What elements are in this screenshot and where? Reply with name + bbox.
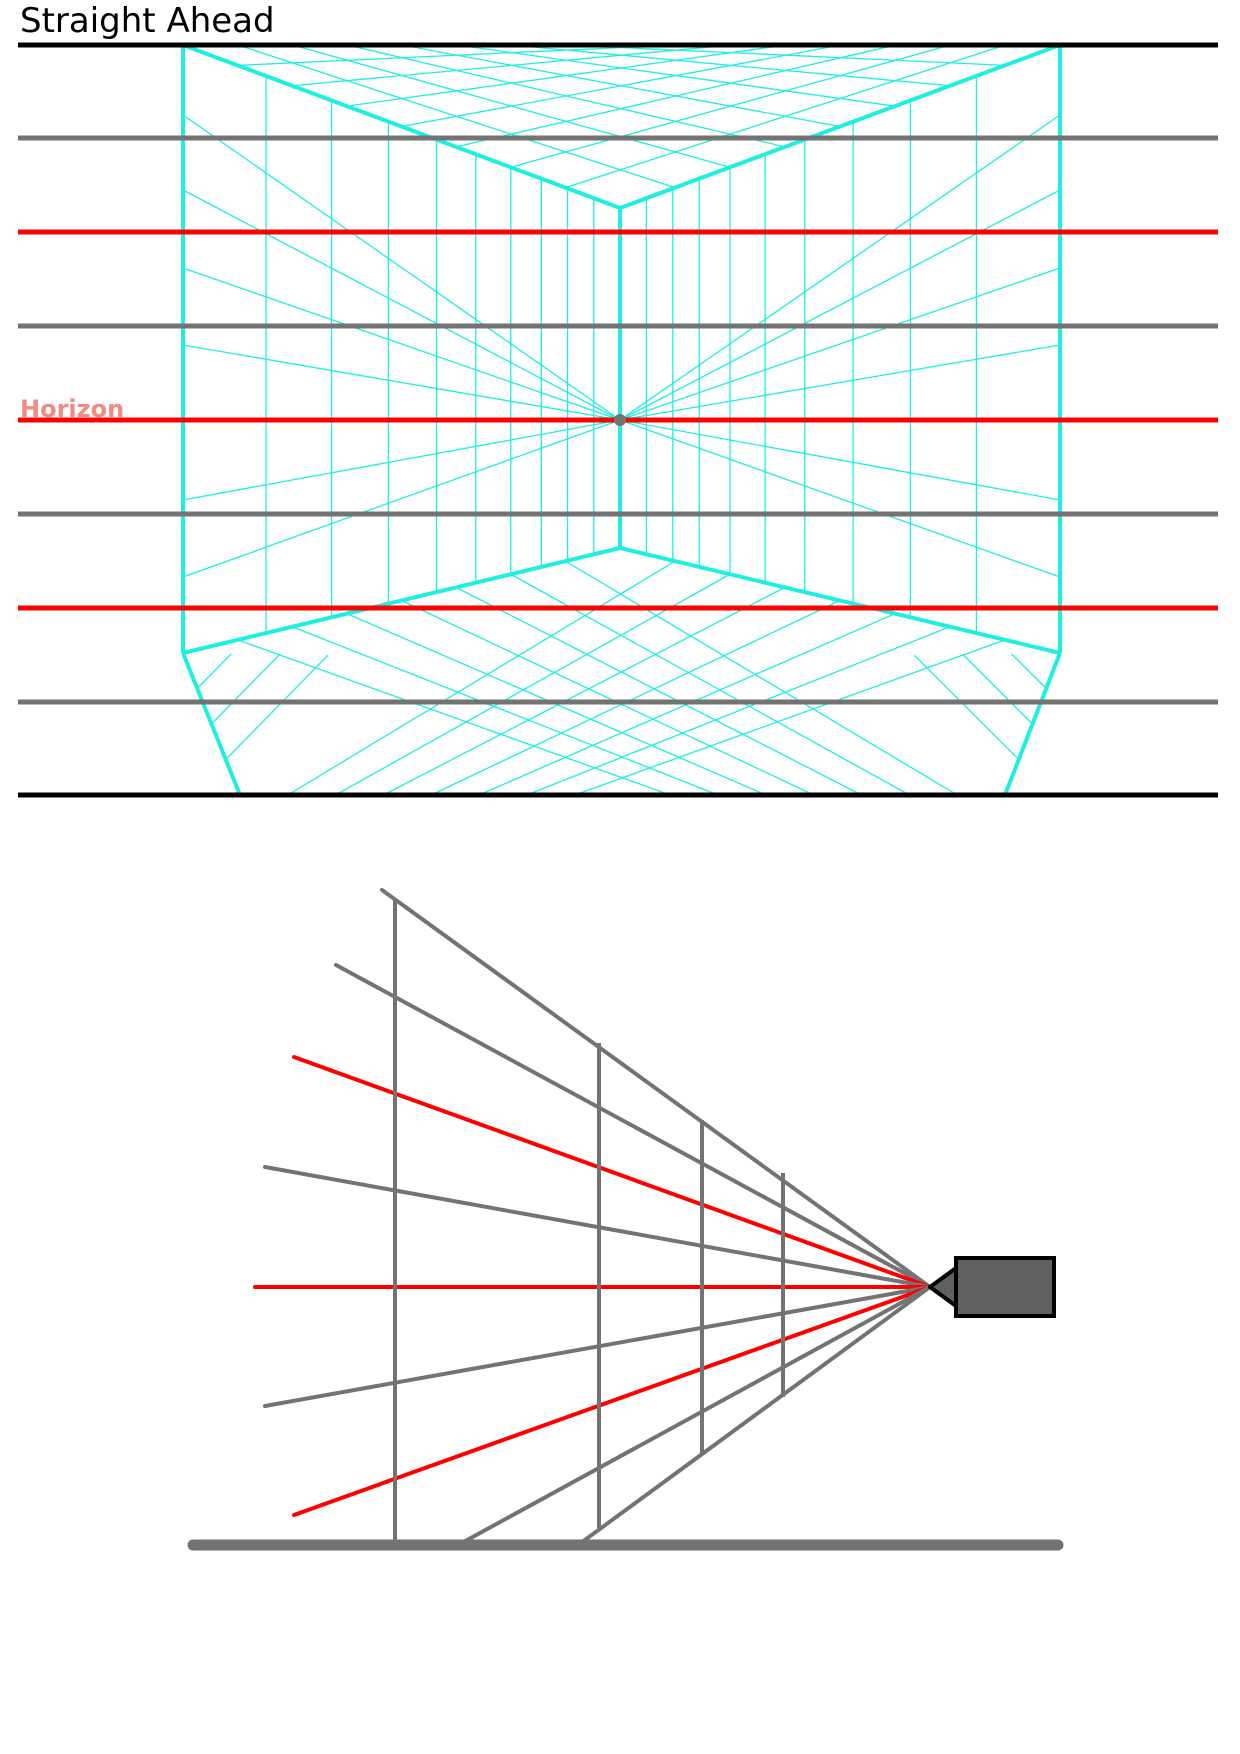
grid-line (346, 44, 787, 107)
grid-line (292, 626, 719, 796)
grid-line (401, 599, 815, 796)
grid-line (566, 44, 1006, 67)
grid-line (510, 573, 910, 796)
grid-line (430, 599, 841, 796)
horizon-label: Horizon (20, 395, 124, 423)
grid-line (225, 654, 329, 760)
perspective-box-edges (181, 43, 1062, 796)
left-floor-edge (181, 652, 242, 796)
grid-line (619, 419, 1061, 501)
grid-line (182, 189, 621, 421)
page-title: Straight Ahead (20, 1, 275, 41)
grid-line (619, 189, 1061, 421)
grid-line (182, 419, 621, 578)
grid-line (574, 639, 1006, 796)
grid-line (565, 560, 958, 796)
grid-line (237, 639, 671, 796)
grid-line (619, 114, 1061, 421)
horizontal-guide-lines (18, 42, 1218, 798)
grid-line (292, 44, 732, 87)
sight-ray (380, 888, 932, 1289)
grid-line (196, 653, 232, 689)
grid-line (287, 560, 676, 796)
grid-line (335, 573, 731, 796)
sight-ray (576, 1285, 932, 1547)
camera-lens-icon (928, 1266, 958, 1308)
grid-line (401, 44, 841, 128)
picture-planes (393, 900, 785, 1545)
grid-line (962, 654, 1033, 725)
red-sight-ray (292, 1055, 932, 1289)
grid-line (619, 344, 1061, 421)
camera-body-icon (954, 1256, 1056, 1318)
sight-ray (456, 1285, 932, 1547)
sight-ray (334, 963, 932, 1289)
grid-line (456, 44, 896, 107)
grid-line (619, 267, 1061, 421)
grid-line (237, 44, 677, 67)
camera-icon (928, 1256, 1056, 1318)
perspective-box-panel (18, 42, 1218, 798)
grid-line (182, 114, 621, 421)
sight-rays (253, 888, 932, 1547)
grid-line (526, 626, 951, 796)
grid-line (211, 654, 280, 725)
grid-line (182, 267, 621, 421)
right-floor-edge (1003, 652, 1062, 796)
perspective-grid (182, 44, 1061, 796)
grid-line (455, 586, 862, 796)
camera-side-view-panel (187, 888, 1064, 1551)
grid-line (182, 419, 621, 501)
grid-line (511, 44, 951, 87)
grid-line (1011, 653, 1047, 689)
grid-line (914, 654, 1020, 760)
grid-line (619, 419, 1061, 578)
red-sight-ray (292, 1285, 932, 1517)
grid-line (383, 586, 786, 796)
grid-line (182, 344, 621, 421)
vanishing-point-dot (614, 414, 626, 426)
floor-edge (182, 546, 1061, 655)
